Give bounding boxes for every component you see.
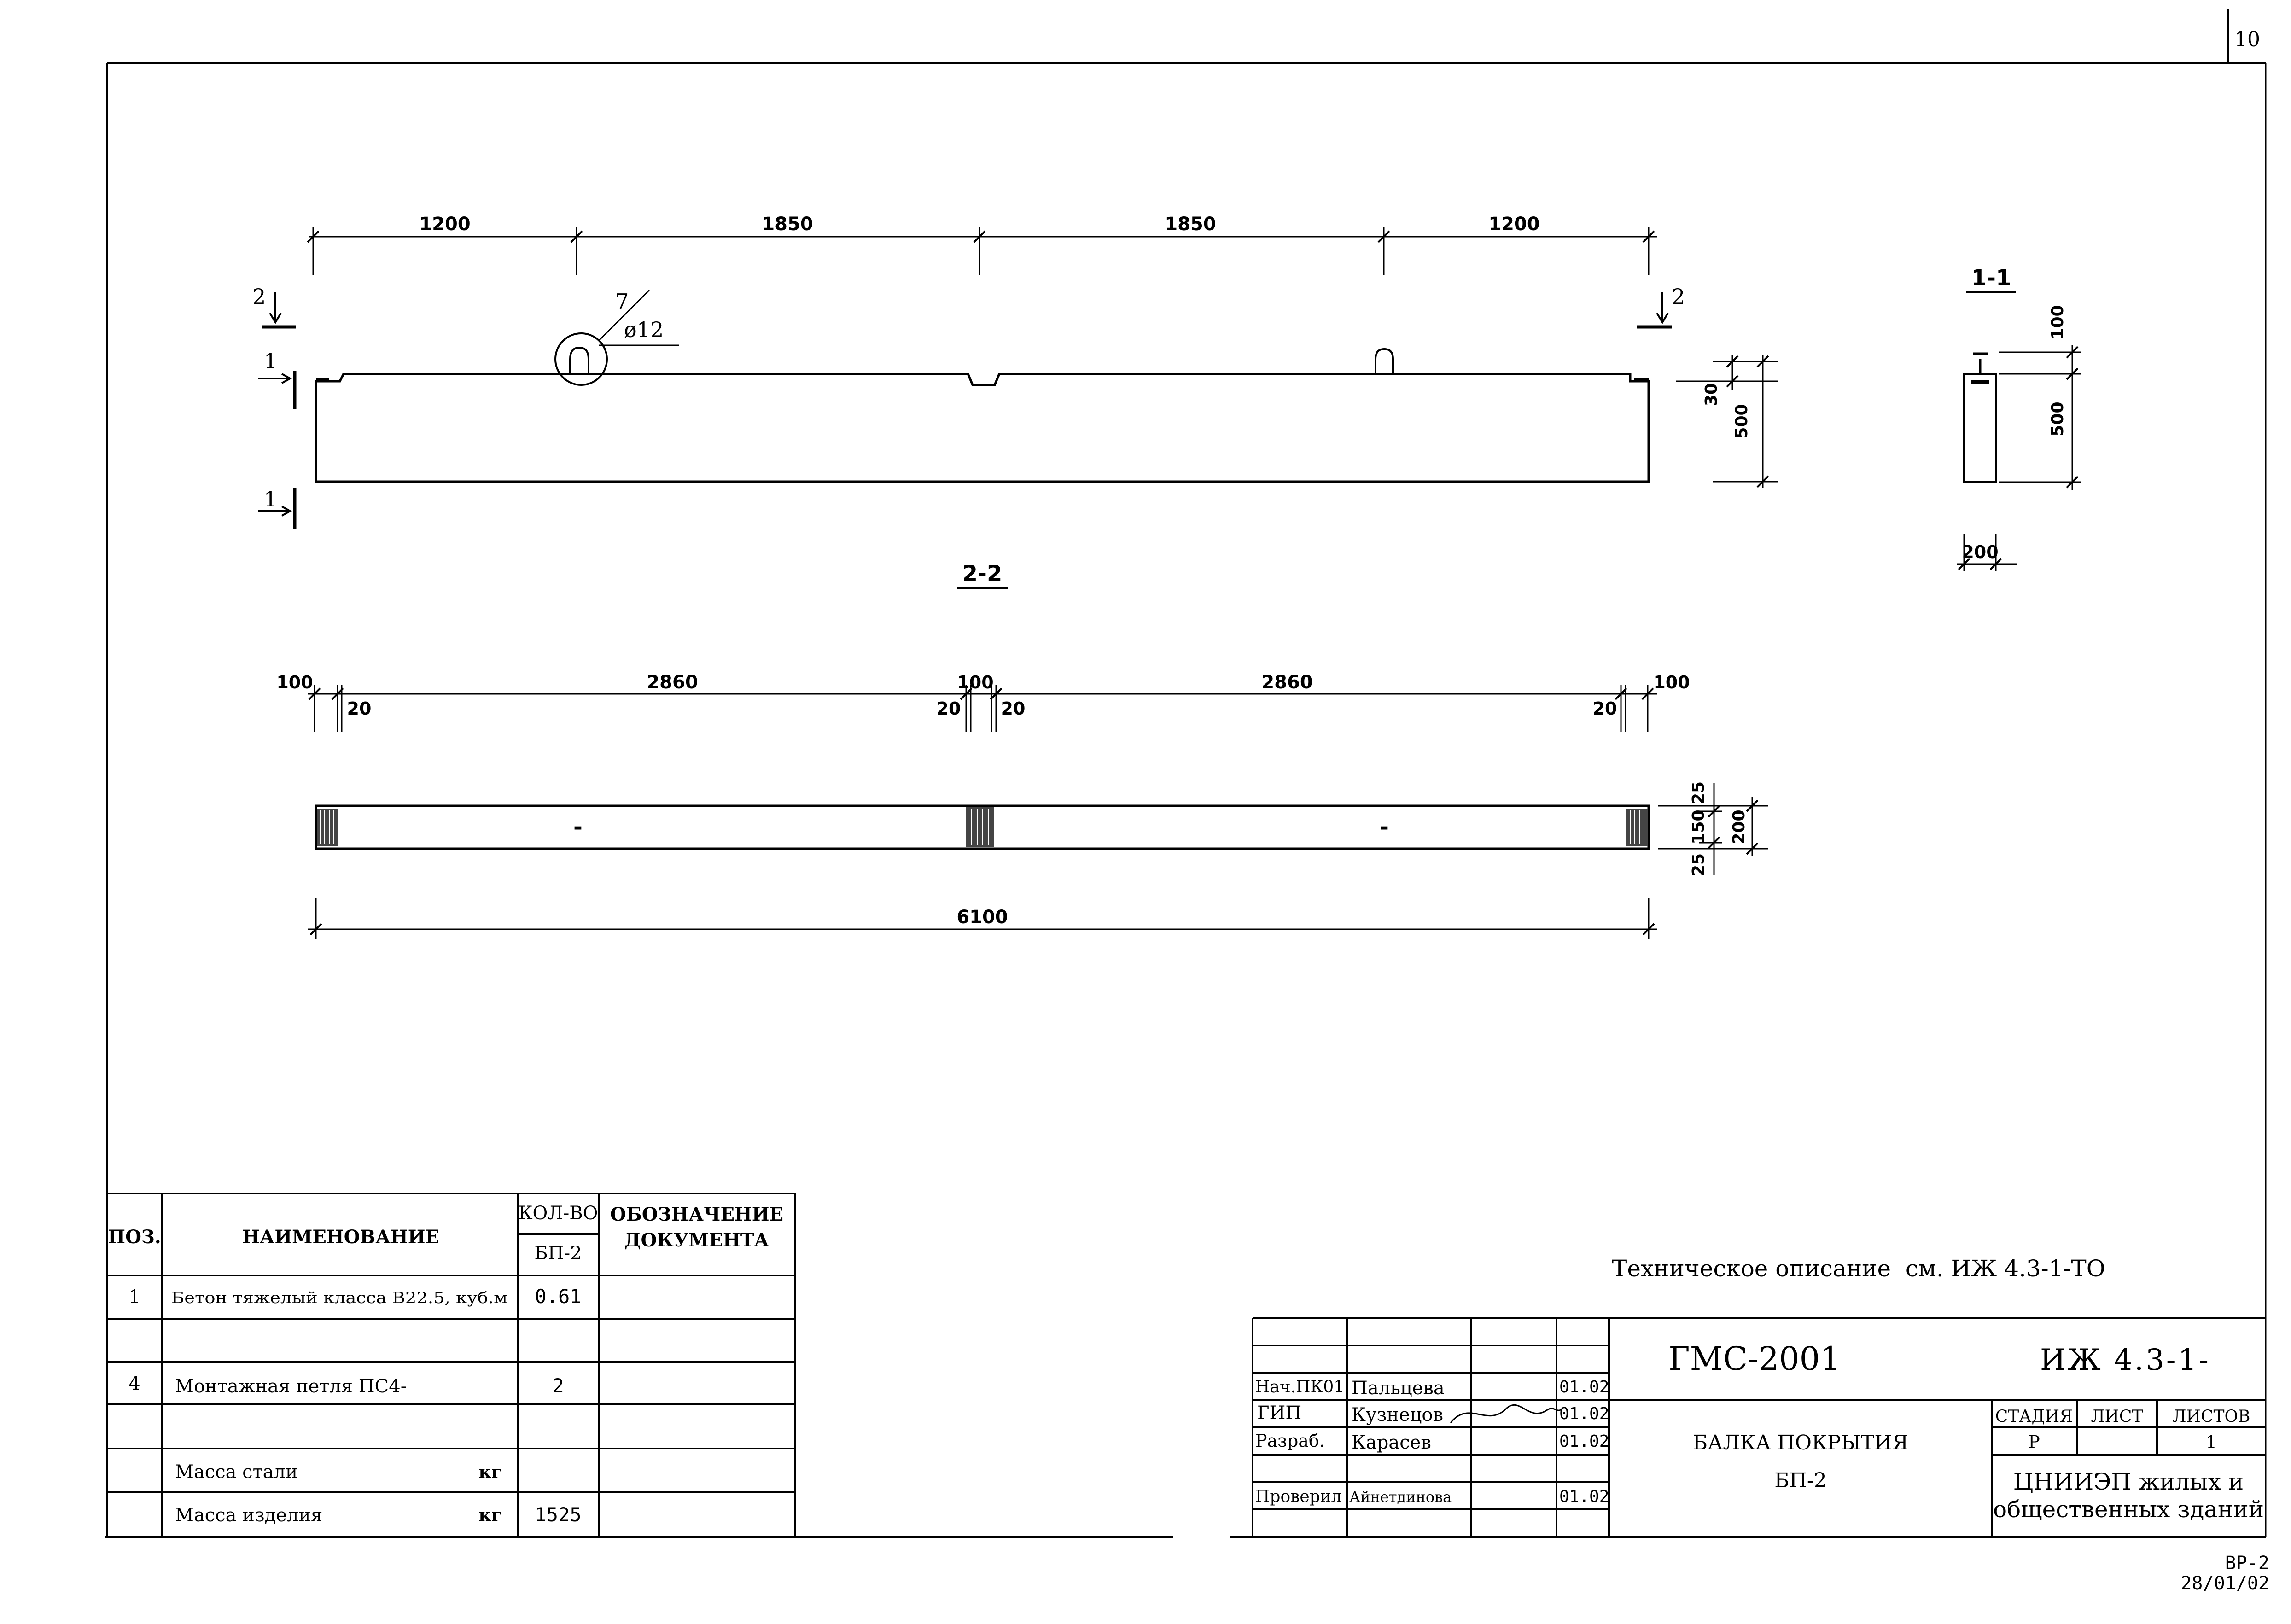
dim-label: 1200 — [1488, 214, 1539, 235]
dim-label: 100 — [957, 672, 993, 693]
header-qty: КОЛ-ВО — [519, 1203, 598, 1224]
section-title: 1-1 — [1971, 265, 2011, 291]
dim-label: 20 — [1593, 698, 1617, 719]
dim-label: 30 — [1702, 383, 1721, 406]
section-mark: 1 — [264, 349, 277, 373]
stage-value: Р — [2028, 1432, 2040, 1452]
header-pos: ПОЗ. — [108, 1226, 161, 1248]
dim-label: 500 — [1732, 404, 1751, 438]
header-name: НАИМЕНОВАНИЕ — [242, 1226, 439, 1248]
section-mark: 2 — [1672, 284, 1685, 309]
dim-label: 20 — [347, 698, 372, 719]
project-code: ГМС-2001 — [1668, 1340, 1840, 1378]
sig-role: Проверил — [1255, 1487, 1342, 1506]
section-mark: 2 — [252, 284, 266, 309]
row-unit: кг — [478, 1505, 502, 1525]
footer-code: ВР-2 — [2225, 1553, 2269, 1574]
row-name: Монтажная петля ПС4- — [175, 1376, 407, 1397]
row-name: Масса стали — [175, 1461, 298, 1483]
organization-line2: общественных зданий — [1993, 1496, 2264, 1523]
row-qty: 2 — [552, 1374, 564, 1397]
loop-mark: - — [573, 814, 583, 840]
page-number: 10 — [2234, 28, 2260, 51]
dim-label: 1850 — [1165, 214, 1216, 235]
spec-table: ПОЗ. НАИМЕНОВАНИЕ КОЛ-ВО БП-2 ОБОЗНАЧЕНИ… — [107, 1193, 796, 1537]
sig-name: Карасев — [1352, 1432, 1431, 1453]
footer-date: 28/01/02 — [2180, 1573, 2269, 1594]
section-1-1: 1-1 100 500 200 — [1957, 265, 2081, 571]
sig-name: Пальцева — [1352, 1378, 1445, 1399]
dim-label: 25 — [1689, 781, 1708, 804]
object-mark: БП-2 — [1774, 1469, 1827, 1492]
callout-position: 7 — [615, 289, 629, 315]
header-qty-sub: БП-2 — [534, 1243, 582, 1264]
sheet-header: ЛИСТ — [2091, 1407, 2143, 1426]
dim-label: 2860 — [1261, 672, 1312, 693]
callout-diameter: ø12 — [624, 317, 664, 342]
dim-label: 25 — [1689, 853, 1708, 876]
stage-header: СТАДИЯ — [1995, 1407, 2073, 1426]
loop-callout-circle — [554, 332, 608, 386]
technical-note: Техническое описание см. ИЖ 4.3-1-ТО — [1612, 1255, 2105, 1282]
row-qty: 1525 — [535, 1503, 581, 1526]
dim-label: 200 — [1730, 809, 1749, 844]
beam-elevation: 1200 1850 1850 1200 2 2 1 1 7 ø12 — [252, 214, 1778, 529]
sheet-frame — [105, 9, 2267, 1538]
sig-date: 01.02 — [1559, 1432, 1609, 1451]
dim-label: 20 — [1001, 698, 1026, 719]
dim-label: 150 — [1689, 809, 1708, 844]
row-pos: 4 — [128, 1373, 140, 1394]
dim-label: 200 — [1962, 542, 1998, 562]
dim-label: 500 — [2048, 402, 2067, 436]
sig-role: ГИП — [1257, 1403, 1301, 1424]
hatched-end — [1626, 809, 1648, 846]
dim-label: 100 — [276, 672, 313, 693]
dim-label: 2860 — [647, 672, 698, 693]
row-name: Масса изделия — [175, 1505, 322, 1526]
sig-date: 01.02 — [1559, 1378, 1609, 1397]
sig-name: Айнетдинова — [1349, 1488, 1452, 1506]
section-title: 2-2 — [962, 561, 1003, 587]
loop-mark: - — [1380, 814, 1389, 840]
row-unit: кг — [478, 1461, 502, 1482]
sig-role: Нач.ПК01 — [1255, 1378, 1344, 1397]
row-pos: 1 — [128, 1286, 140, 1308]
dim-label: 6100 — [956, 907, 1008, 928]
sig-role: Разраб. — [1255, 1431, 1325, 1451]
sig-date: 01.02 — [1559, 1487, 1609, 1506]
dim-label: 100 — [1653, 672, 1690, 693]
plan-2-2: 2-2 100 20 2860 100 20 20 — [276, 561, 1768, 939]
organization-line1: ЦНИИЭП жилых и — [2013, 1468, 2244, 1495]
sig-date: 01.02 — [1559, 1404, 1609, 1423]
series-code: ИЖ 4.3-1- — [2040, 1343, 2210, 1377]
hatched-joint — [966, 807, 994, 847]
sheets-header: ЛИСТОВ — [2173, 1407, 2250, 1426]
header-doc: ОБОЗНАЧЕНИЕ ДОКУМЕНТА — [610, 1204, 784, 1251]
handwritten-signature — [1450, 1404, 1562, 1423]
dim-label: 1850 — [762, 214, 813, 235]
dim-label: 20 — [937, 698, 961, 719]
dim-label: 100 — [2048, 305, 2067, 339]
dim-label: 1200 — [419, 214, 470, 235]
sig-name: Кузнецов — [1352, 1404, 1443, 1426]
section-mark: 1 — [264, 487, 277, 512]
title-block: ГМС-2001 ИЖ 4.3-1- Нач.ПК01 Пальцева 01.… — [1252, 1317, 2266, 1537]
row-name: Бетон тяжелый класса В22.5, куб.м — [171, 1289, 507, 1307]
row-qty: 0.61 — [535, 1285, 581, 1308]
sheets-value: 1 — [2206, 1432, 2217, 1452]
object-name: БАЛКА ПОКРЫТИЯ — [1693, 1431, 1908, 1455]
